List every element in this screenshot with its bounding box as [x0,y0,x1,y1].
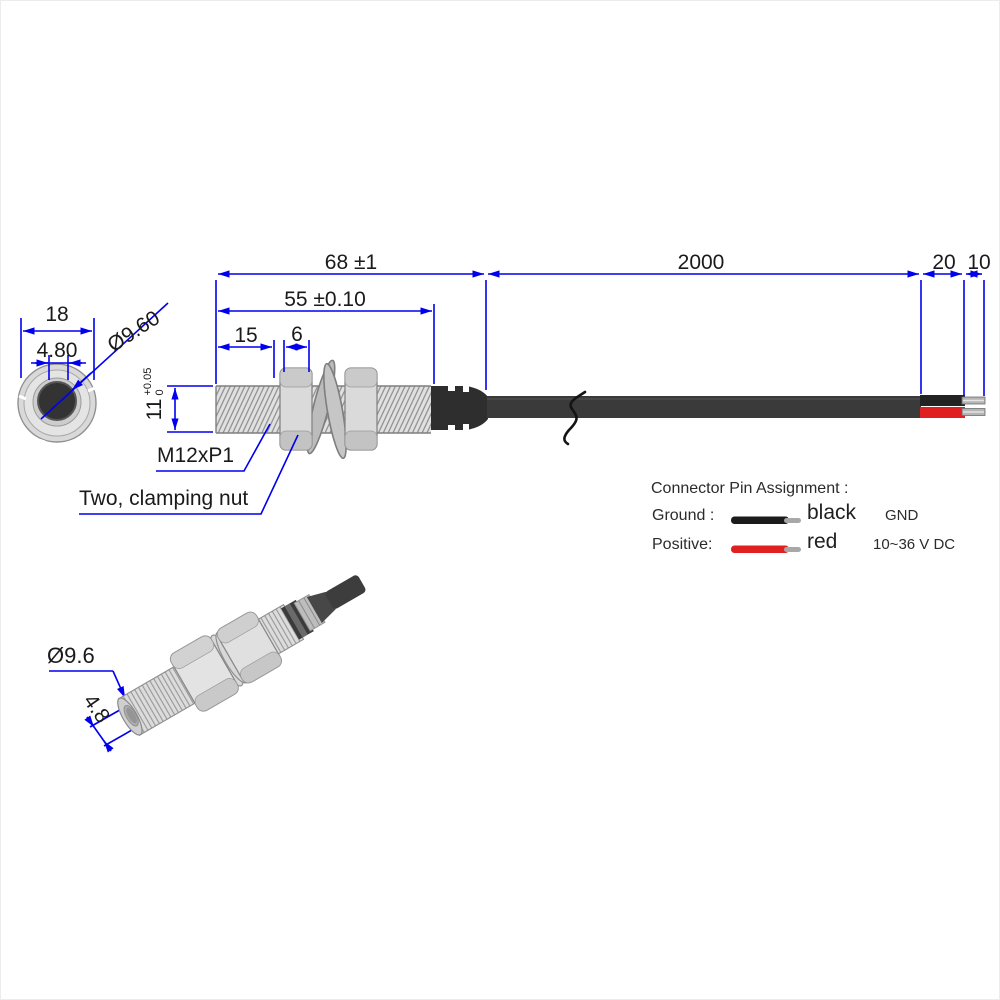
tolerance-lower: 0 [154,389,166,396]
front-view [17,363,97,444]
perspective-view [117,575,366,736]
dim-body-height: 11 +0.05 0 [142,352,168,436]
dim-front-core: 4.80 [36,339,78,362]
clamping-nut-1 [279,367,313,451]
cable-break-symbol [563,390,587,446]
clamping-nut-label: Two, clamping nut [79,487,249,510]
dim-wire-length: 20 [932,251,956,274]
dim-front-offset: 15 [234,324,258,347]
thread-label: M12xP1 [157,444,235,467]
ground-wire-swatch [731,516,789,524]
cable [487,396,921,418]
strain-relief [431,386,488,430]
pin-assignment-title: Connector Pin Assignment : [651,480,849,497]
side-view [215,359,986,460]
dim-strip-length: 10 [967,251,991,274]
ground-value: GND [885,507,919,524]
pin-wire-swatches [731,516,801,553]
clamping-nut-2 [344,367,378,451]
lock-washers [306,359,347,460]
positive-wire-name: red [807,530,838,553]
positive-label: Positive: [652,536,713,553]
dim-front-width: 18 [45,303,69,326]
dim-nut-width: 6 [291,323,303,346]
ground-label: Ground : [652,507,715,524]
perspective-diameter-label: Ø9.6 [47,643,95,668]
red-wire [920,407,965,418]
dim-total-length: 68 ±1 [324,251,378,274]
ground-wire-name: black [807,501,857,524]
dim-body-height-tolerance: +0.05 0 [142,368,166,396]
dim-cable-length: 2000 [677,251,725,274]
positive-wire-swatch [731,545,789,553]
black-wire [920,395,965,406]
dim-body-height-value: 11 [143,398,166,421]
dim-thread-length: 55 ±0.10 [284,288,366,311]
positive-value: 10~36 V DC [873,536,956,553]
dimension-lines [20,270,985,753]
